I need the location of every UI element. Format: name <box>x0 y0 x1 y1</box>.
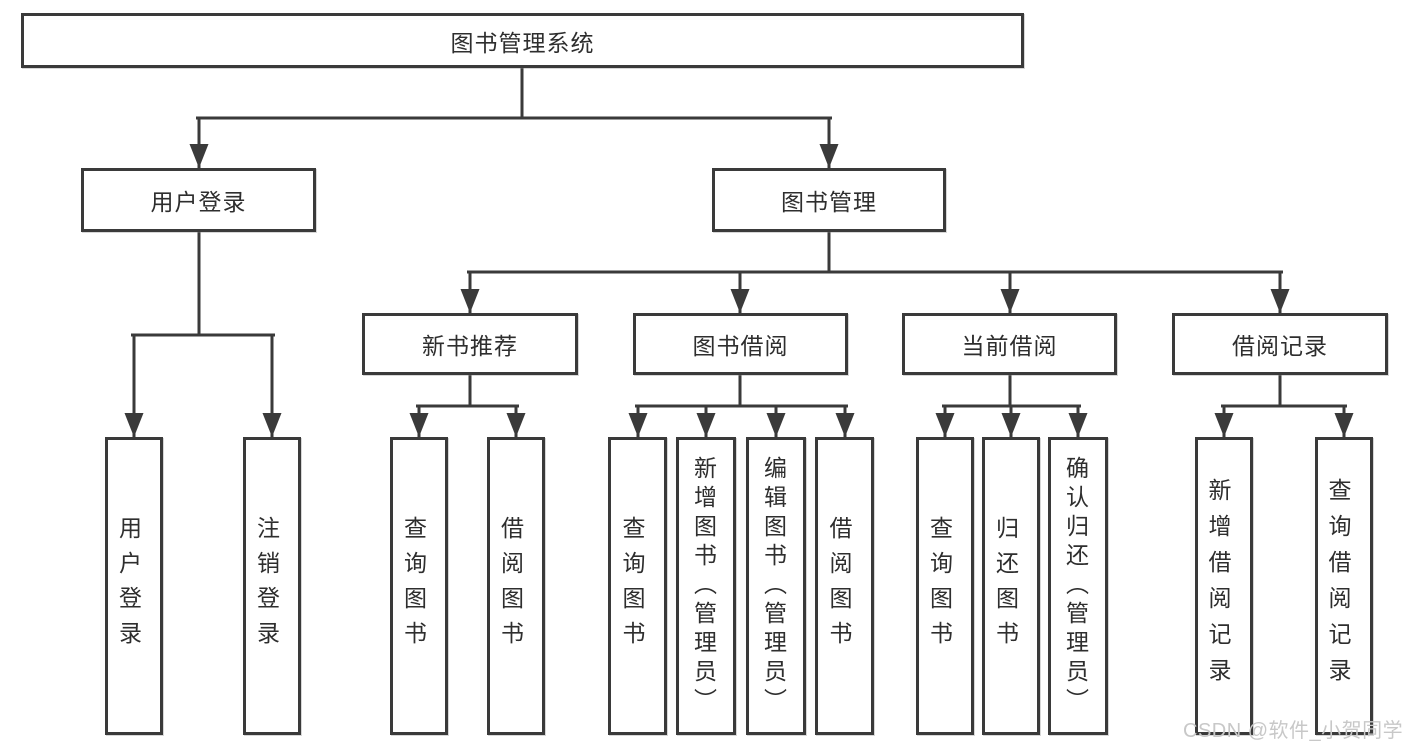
leaf-query-books-borrow-label: 查询图书 <box>619 516 645 656</box>
connector-recommend-trunk <box>416 373 519 408</box>
node-book-borrow-label: 图书借阅 <box>692 333 789 359</box>
leaf-add-borrow-record: 新增借阅记录 <box>1195 437 1253 735</box>
node-current-borrow: 当前借阅 <box>902 313 1117 375</box>
connector-records-trunk <box>1221 373 1347 408</box>
node-book-management-label: 图书管理 <box>781 189 877 215</box>
node-borrow-records: 借阅记录 <box>1172 313 1388 375</box>
leaf-confirm-return-admin-label: 确认归还（管理员） <box>1062 455 1089 717</box>
leaf-add-book-admin: 新增图书（管理员） <box>676 437 736 735</box>
leaf-logout: 注销登录 <box>243 437 301 735</box>
leaf-return-book-label: 归还图书 <box>992 516 1019 656</box>
leaf-query-books-recommend: 查询图书 <box>390 437 448 735</box>
leaf-query-books-current: 查询图书 <box>916 437 974 735</box>
connector-current-trunk <box>942 373 1081 408</box>
watermark-text: CSDN @软件_小贺同学 <box>1183 720 1404 742</box>
leaf-add-book-admin-label: 新增图书（管理员） <box>690 455 717 717</box>
leaf-user-login-label: 用户登录 <box>115 516 142 656</box>
leaf-return-book: 归还图书 <box>982 437 1040 735</box>
node-root: 图书管理系统 <box>21 13 1024 68</box>
leaf-user-login: 用户登录 <box>105 437 163 735</box>
connector-root-trunk <box>196 65 832 120</box>
leaf-query-books-recommend-label: 查询图书 <box>400 516 427 656</box>
node-book-borrow: 图书借阅 <box>633 313 848 375</box>
leaf-logout-label: 注销登录 <box>253 516 280 656</box>
leaf-edit-book-admin-label: 编辑图书（管理员） <box>760 455 787 717</box>
node-borrow-records-label: 借阅记录 <box>1232 333 1328 359</box>
node-current-borrow-label: 当前借阅 <box>961 333 1058 359</box>
connector-book-mgmt-trunk <box>467 230 1283 274</box>
leaf-query-books-borrow: 查询图书 <box>608 437 667 735</box>
node-new-book-recommend: 新书推荐 <box>362 313 578 375</box>
leaf-borrow-books-recommend: 借阅图书 <box>487 437 545 735</box>
node-user-login: 用户登录 <box>81 168 316 232</box>
node-root-label: 图书管理系统 <box>450 29 595 56</box>
leaf-confirm-return-admin: 确认归还（管理员） <box>1048 437 1108 735</box>
leaf-add-borrow-record-label: 新增借阅记录 <box>1205 478 1231 694</box>
node-new-book-recommend-label: 新书推荐 <box>422 333 518 359</box>
connector-borrow-trunk <box>635 373 848 408</box>
leaf-query-borrow-record-label: 查询借阅记录 <box>1325 478 1351 694</box>
node-user-login-label: 用户登录 <box>150 189 247 215</box>
node-book-management: 图书管理 <box>712 168 946 232</box>
leaf-query-borrow-record: 查询借阅记录 <box>1315 437 1373 735</box>
leaf-borrow-books-recommend-label: 借阅图书 <box>497 516 524 656</box>
leaf-borrow-books-label: 借阅图书 <box>826 516 852 656</box>
leaf-edit-book-admin: 编辑图书（管理员） <box>746 437 806 735</box>
connector-user-login-trunk <box>131 230 275 337</box>
leaf-query-books-current-label: 查询图书 <box>926 516 953 656</box>
leaf-borrow-books: 借阅图书 <box>815 437 874 735</box>
